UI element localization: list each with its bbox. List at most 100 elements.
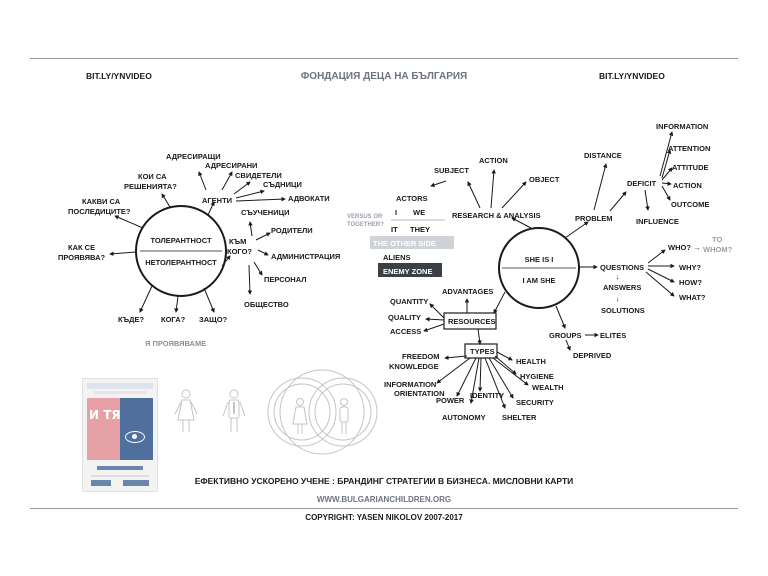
- arrow-to-resources: [493, 291, 506, 314]
- accomplices-label: СЪДНИЦИ: [263, 180, 302, 189]
- attitude-label: ATTITUDE: [672, 163, 709, 172]
- orientation-label: ORIENTATION: [394, 389, 445, 398]
- how-label-2: ПРОЯВЯВА?: [58, 253, 105, 262]
- arrow-agents-addressees: [198, 171, 207, 191]
- arrow-agents-addressed: [221, 171, 233, 191]
- arrow-to-groups: [555, 305, 566, 329]
- arrow-to-research: [511, 217, 532, 229]
- object-label: OBJECT: [529, 175, 560, 184]
- actors-label: ACTORS: [396, 194, 428, 203]
- arrow-to-solutions: [161, 193, 171, 208]
- shelter-label: SHELTER: [502, 413, 537, 422]
- arrow-research-action: [490, 169, 496, 209]
- addressees-label: АДРЕСИРАЩИ: [166, 152, 221, 161]
- gender-illustrations: [174, 369, 378, 455]
- header-right-link[interactable]: BIT.LY/YNVIDEO: [599, 71, 665, 81]
- page-title: ФОНДАЦИЯ ДЕЦА НА БЪЛГАРИЯ: [300, 71, 468, 82]
- poster-bar: [97, 466, 143, 470]
- arrow-deficit-attention: [661, 149, 672, 179]
- wealth-label: WEALTH: [532, 383, 564, 392]
- arrow-agents-accomplices: [235, 189, 265, 199]
- right-arrows: [423, 131, 675, 409]
- footer-website-link[interactable]: WWW.BULGARIANCHILDREN.ORG: [316, 495, 452, 504]
- action-label: ACTION: [479, 156, 508, 165]
- arrow-to-why: [203, 287, 215, 313]
- arrow-deficit-information: [659, 131, 674, 177]
- deficit-label: DEFICIT: [627, 179, 657, 188]
- arrow-types-identity: [477, 357, 483, 392]
- aliens-label: ALIENS: [383, 253, 411, 262]
- arrow-deficit-outcome: [661, 185, 671, 201]
- arrow-whom-administration: [257, 249, 269, 256]
- poster-logo-right: [123, 480, 149, 486]
- elites-label: ELITES: [600, 331, 626, 340]
- campaign-poster-thumbnail: И ТЯ: [82, 378, 158, 492]
- arrow-whom-staff: [253, 261, 263, 276]
- quantity-label: QUANTITY: [390, 297, 428, 306]
- parents-label: РОДИТЕЛИ: [271, 226, 313, 235]
- distance-label: DISTANCE: [584, 151, 622, 160]
- poster-logo-left: [91, 480, 111, 486]
- who-label: WHO? →: [668, 243, 701, 252]
- arrow-resources-quality: [425, 316, 445, 322]
- why-right-label: WHY?: [679, 263, 701, 272]
- outcome-label: OUTCOME: [671, 200, 709, 209]
- header-left-link[interactable]: BIT.LY/YNVIDEO: [86, 71, 152, 81]
- arrow-problem-distance: [593, 163, 608, 211]
- which-consequences-label-2: ПОСЛЕДИЦИТЕ?: [68, 207, 131, 216]
- deprived-label: DEPRIVED: [573, 351, 612, 360]
- female-figure-icon: [174, 389, 198, 432]
- information-type-label: INFORMATION: [384, 380, 436, 389]
- hygiene-label: HYGIENE: [520, 372, 554, 381]
- subject-label: SUBJECT: [434, 166, 469, 175]
- arrow-agents-lawyers: [235, 196, 286, 202]
- arrow-resources-access: [423, 323, 445, 332]
- witnesses-label: СВИДЕТЕЛИ: [235, 171, 282, 180]
- middle-actors: ACTORS VERSUS OR TOGETHER? I WE IT THEY …: [347, 180, 454, 277]
- advantages-label: ADVANTAGES: [442, 287, 493, 296]
- security-label: SECURITY: [516, 398, 554, 407]
- arrow-resources-quantity: [429, 303, 445, 319]
- female-circle-figure-icon: [292, 398, 308, 434]
- to-whom-right-label-1: TO: [712, 235, 722, 244]
- down-arrow-1: ↓: [616, 272, 620, 281]
- arrow-research-object: [501, 181, 527, 209]
- what-right-label: WHAT?: [679, 293, 706, 302]
- identity-label: IDENTITY: [470, 391, 504, 400]
- research-label: RESEARCH & ANALYSIS: [452, 211, 541, 220]
- when-label: КОГА?: [161, 315, 186, 324]
- types-label: TYPES: [470, 347, 495, 356]
- arrow-types-shelter: [484, 357, 506, 409]
- arrow-deficit-attitude: [661, 167, 673, 181]
- attention-label: ATTENTION: [668, 144, 710, 153]
- right-mind-map: SHE IS I I AM SHE RESOURCES TYPES: [384, 122, 733, 422]
- enemy-zone-box: [378, 263, 442, 277]
- freedom-label: FREEDOM: [402, 352, 440, 361]
- autonomy-label: AUTONOMY: [442, 413, 486, 422]
- other-side-label: THE OTHER SIDE: [373, 239, 436, 248]
- how-right-label: HOW?: [679, 278, 702, 287]
- left-mind-map: ТОЛЕРАНТНОСТ НЕТОЛЕРАНТНОСТ АГЕНТИ АДРЕС…: [58, 152, 340, 348]
- access-label: ACCESS: [390, 327, 421, 336]
- poster-blue-panel: [120, 398, 153, 460]
- arrow-agents-witnesses: [233, 181, 251, 195]
- society-label: ОБЩЕСТВО: [244, 300, 289, 309]
- quality-label: QUALITY: [388, 313, 421, 322]
- bottom-divider: [30, 508, 738, 509]
- arrow-whom-classmates: [248, 221, 253, 237]
- knowledge-label: KNOWLEDGE: [389, 362, 439, 371]
- footer-subtitle: ЕФЕКТИВНО УСКОРЕНО УЧЕНЕ : БРАНДИНГ СТРА…: [194, 476, 574, 486]
- poster-header-strip: [87, 383, 153, 389]
- top-divider: [30, 58, 738, 59]
- poster-line: [91, 475, 149, 477]
- to-whom-label-2: КОГО?: [227, 247, 252, 256]
- they-label: THEY: [410, 225, 430, 234]
- arrow-to-agents: [207, 201, 215, 216]
- it-label: IT: [391, 225, 398, 234]
- left-arrows: [109, 171, 286, 313]
- arrow-questions-what: [645, 271, 675, 297]
- poster-big-text: И ТЯ: [89, 408, 121, 422]
- arrow-types-freedom: [444, 355, 468, 360]
- footer-copyright: COPYRIGHT: YASEN NIKOLOV 2007-2017: [305, 513, 463, 522]
- other-side-box: [370, 236, 454, 249]
